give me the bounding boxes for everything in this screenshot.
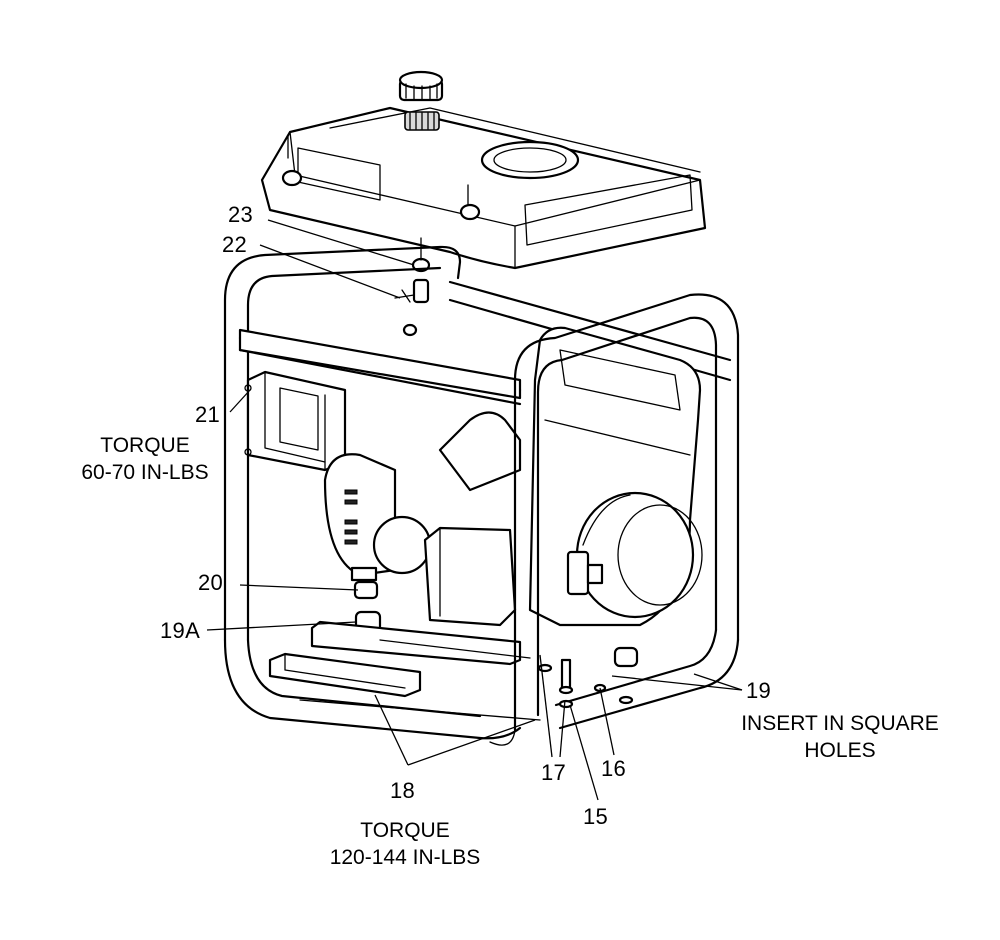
callout-18: 18 (390, 778, 416, 803)
callout-21: 21 (195, 402, 221, 427)
torque-note-upper: TORQUE 60-70 IN-LBS (60, 433, 230, 487)
fuel-tank (260, 106, 707, 270)
insert-note-line1: INSERT IN SQUARE (741, 712, 939, 735)
insert-note: INSERT IN SQUARE HOLES (715, 711, 965, 765)
callout-15: 15 (583, 804, 609, 829)
frame-front (489, 293, 740, 746)
engine-base (423, 526, 517, 627)
torque-note-lower: TORQUE 120-144 IN-LBS (300, 818, 510, 872)
callout-20: 20 (198, 570, 224, 595)
callout-17: 17 (541, 760, 567, 785)
insert-note-line2: HOLES (804, 738, 876, 762)
torque-note-upper-line1: TORQUE (100, 434, 190, 457)
torque-note-lower-line2: 120-144 IN-LBS (329, 845, 481, 869)
torque-note-lower-line1: TORQUE (360, 819, 450, 842)
torque-note-upper-line2: 60-70 IN-LBS (81, 460, 209, 484)
vibration-mount-20 (350, 566, 379, 600)
alternator (323, 453, 432, 577)
callout-23: 23 (228, 202, 254, 227)
frame-rear (223, 245, 522, 740)
callout-22: 22 (222, 232, 248, 257)
callout-16: 16 (601, 756, 627, 781)
leader-lines (206, 219, 743, 801)
fuel-valve (394, 237, 431, 337)
callout-19: 19 (746, 678, 772, 703)
engine (438, 326, 703, 627)
fasteners (537, 658, 634, 709)
control-panel (244, 370, 347, 472)
callout-19a: 19A (160, 618, 201, 643)
vibration-mount-front (613, 646, 639, 668)
base-bracket (268, 620, 541, 721)
fuel-cap (398, 70, 444, 131)
